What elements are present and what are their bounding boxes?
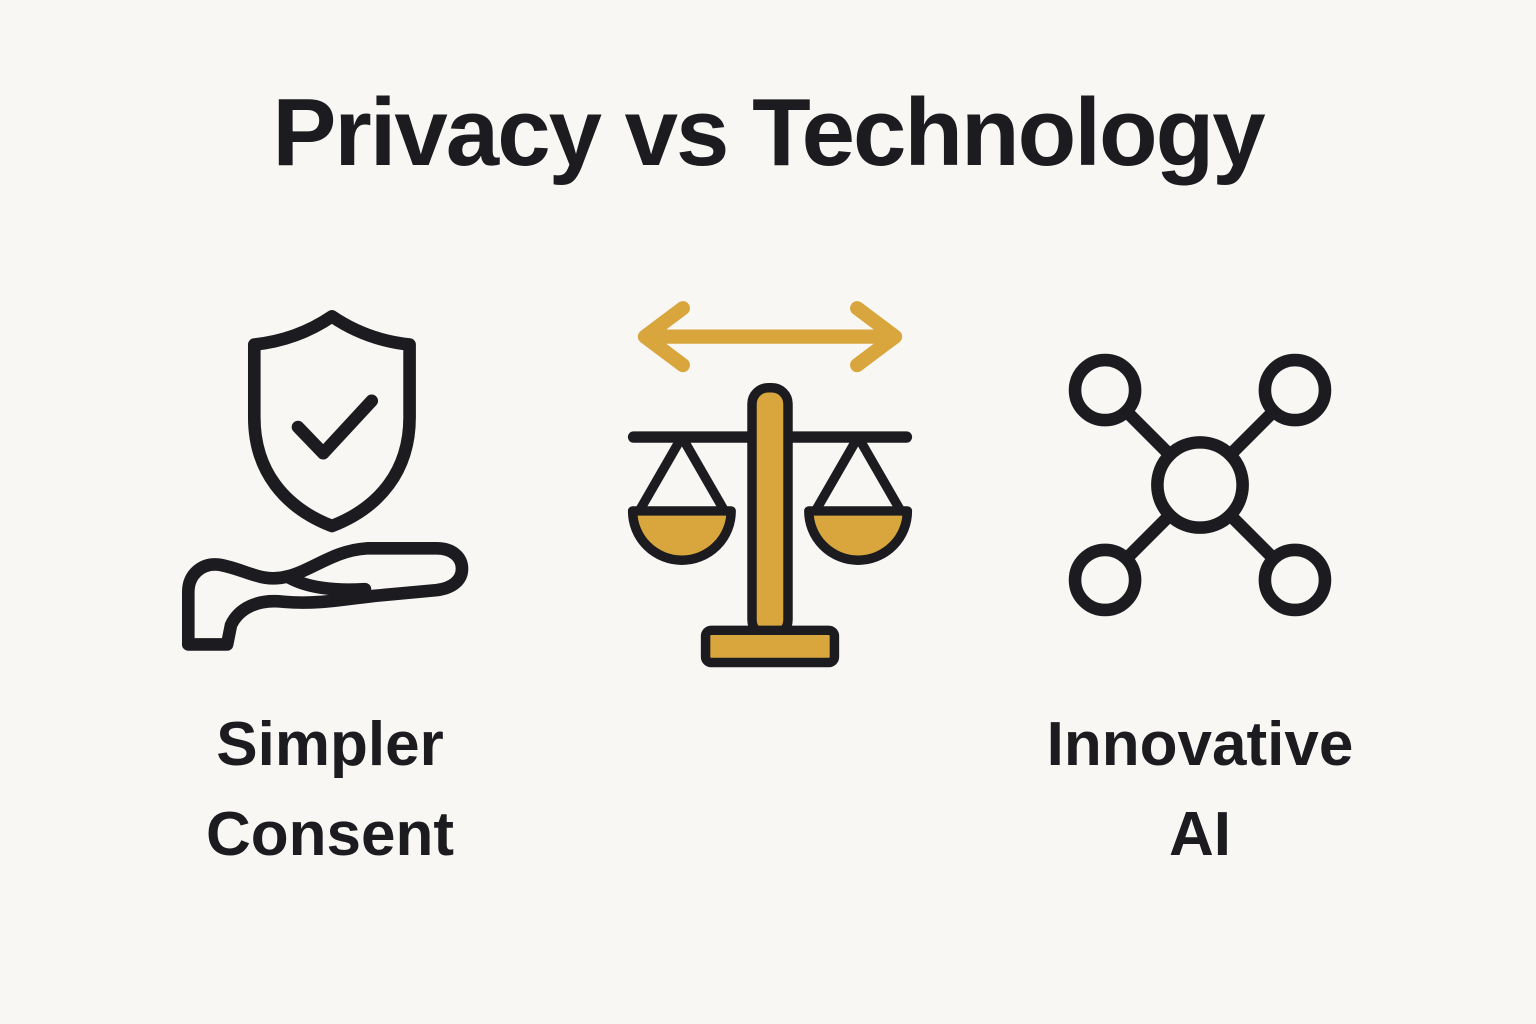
scale-post (747, 383, 793, 641)
network-node-top-left (1068, 353, 1142, 427)
hand-icon (181, 542, 469, 651)
balance-icon-group (590, 292, 950, 697)
arrow-head-right (850, 301, 903, 373)
network-hub-node (1151, 436, 1249, 534)
hand-shield-check-icon (181, 310, 469, 651)
label-line-1: Simpler (216, 710, 444, 779)
network-nodes-icon (1068, 353, 1332, 617)
network-node-top-right (1258, 353, 1332, 427)
scale-pan-right (804, 506, 913, 565)
ai-icon-group (1045, 330, 1355, 645)
consent-icon-group (165, 298, 495, 663)
double-arrow-icon (637, 301, 903, 373)
balance-scale-icon (627, 301, 913, 668)
scale-pan-left (627, 506, 736, 565)
network-node-bottom-left (1068, 543, 1142, 617)
shield-icon (247, 310, 416, 533)
scale-hanger-left (634, 432, 730, 516)
network-node-bottom-right (1258, 543, 1332, 617)
label-simpler-consent: Simpler Consent (110, 700, 550, 880)
label-line-1: Innovative (1046, 710, 1354, 779)
label-line-2: Consent (206, 799, 454, 869)
thumb-line (280, 570, 372, 596)
checkmark-icon (291, 394, 379, 460)
arrow-head-left (637, 301, 690, 373)
scale-hanger-right (810, 432, 906, 516)
label-line-2: AI (1169, 799, 1231, 869)
scale-base (700, 625, 840, 668)
label-innovative-ai: Innovative AI (980, 700, 1420, 880)
page-title: Privacy vs Technology (272, 79, 1265, 186)
